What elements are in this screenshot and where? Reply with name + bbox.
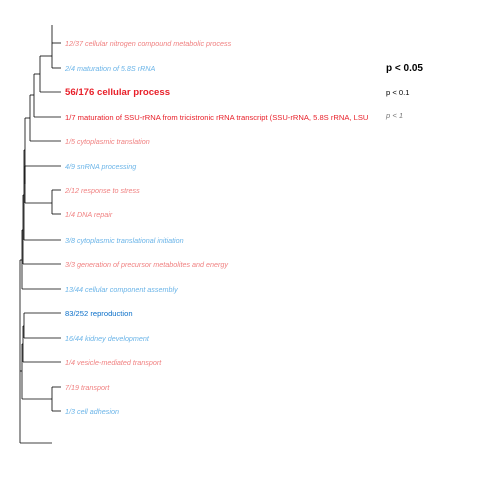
term-label: 2/12 response to stress [64,186,140,195]
term-label: 1/3 cell adhesion [65,407,119,416]
term-label: 1/4 DNA repair [65,210,113,219]
term-label: 13/44 cellular component assembly [65,285,178,294]
legend-item: p < 0.1 [386,88,409,97]
term-label: 1/4 vesicle-mediated transport [65,358,162,367]
term-labels: 12/37 cellular nitrogen compound metabol… [64,39,368,416]
legend-item: p < 0.05 [386,63,423,74]
term-label: 1/5 cytoplasmic translation [65,137,150,146]
significance-legend: p < 0.05 p < 0.1 p < 1 [385,63,423,120]
term-label: 3/3 generation of precursor metabolites … [65,260,228,269]
term-label: 56/176 cellular process [65,87,170,98]
term-label: 16/44 kidney development [65,334,150,343]
term-label: 83/252 reproduction [65,309,133,318]
legend-item: p < 1 [385,111,403,120]
term-label: 1/7 maturation of SSU-rRNA from tricistr… [65,113,368,122]
term-label: 7/19 transport [65,383,110,392]
term-label: 4/9 snRNA processing [65,162,136,171]
term-label: 2/4 maturation of 5.8S rRNA [64,64,155,73]
term-label: 12/37 cellular nitrogen compound metabol… [65,39,232,48]
dendrogram-tree [19,25,61,444]
term-label: 3/8 cytoplasmic translational initiation [65,236,184,245]
